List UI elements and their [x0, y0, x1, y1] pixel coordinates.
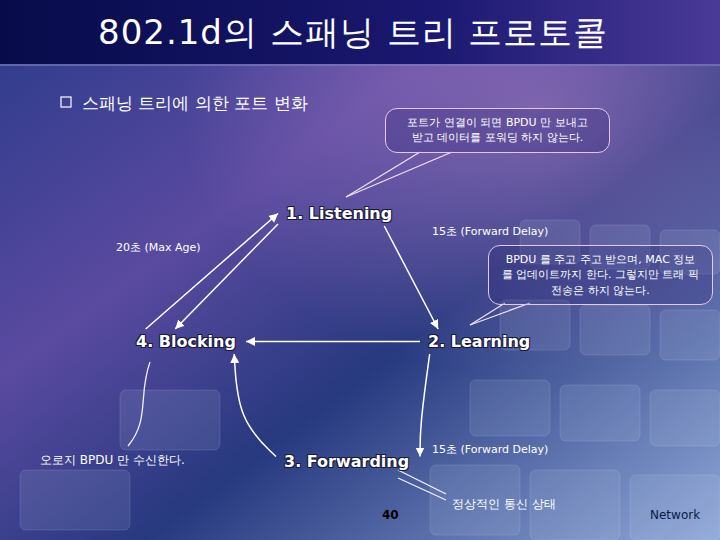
bullet-square — [61, 97, 71, 107]
state-label: 4. Blocking — [136, 332, 238, 351]
note-text: 오로지 BPDU 만 수신한다. — [40, 452, 185, 469]
slide-title: 802.1d의 스패닝 트리 프로토콜 — [98, 10, 608, 56]
callout-text: BPDU 를 주고 주고 받으며, MAC 정보 를 업데이트까지 한다. 그렇… — [499, 252, 702, 298]
callout-box: BPDU 를 주고 주고 받으며, MAC 정보 를 업데이트까지 한다. 그렇… — [488, 245, 713, 305]
callout-box: 포트가 연결이 되면 BPDU 만 보내고 받고 데이터를 포워딩 하지 않는다… — [385, 108, 610, 153]
transition-arrow — [175, 224, 278, 329]
leader-lines — [128, 362, 446, 500]
transition-arrow — [246, 341, 420, 343]
state-box: 2. Learning — [420, 329, 541, 354]
transition-arrow — [420, 354, 430, 457]
note-text: 정상적인 통신 상태 — [452, 496, 556, 513]
state-box: 3. Forwarding — [276, 449, 420, 474]
state-box: 1. Listening — [278, 201, 403, 226]
transition-arrow — [384, 226, 438, 329]
timer-label: 15초 (Forward Delay) — [432, 442, 548, 457]
page-number: 40 — [382, 508, 399, 522]
footer-text: Network — [650, 508, 700, 522]
title-rule — [0, 64, 720, 66]
state-label: 2. Learning — [428, 332, 533, 351]
callout-text: 포트가 연결이 되면 BPDU 만 보내고 받고 데이터를 포워딩 하지 않는다… — [396, 115, 599, 146]
keyboard-keys — [20, 220, 720, 540]
state-label: 1. Listening — [286, 204, 395, 223]
bullet-text: 스패닝 트리에 의한 포트 변화 — [82, 92, 308, 115]
transition-arrow — [146, 214, 278, 330]
state-box: 4. Blocking — [128, 329, 246, 354]
timer-label: 20초 (Max Age) — [116, 240, 201, 255]
transition-arrow — [234, 354, 276, 457]
title-band — [0, 0, 720, 64]
timer-label: 15초 (Forward Delay) — [432, 224, 548, 239]
state-label: 3. Forwarding — [284, 452, 412, 471]
